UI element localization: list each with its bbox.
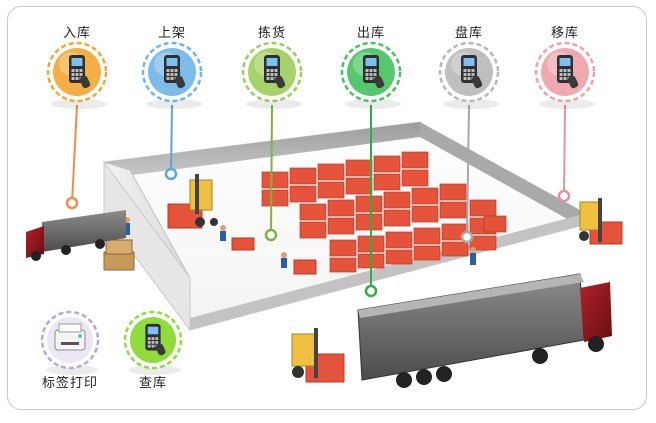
forklift-right [579,198,623,245]
connector-line-inbound [71,104,78,204]
station-label-outbound: 出库 [356,26,385,41]
printer-icon [54,323,86,351]
badge-query [123,310,183,375]
connector-line-inventory [466,104,470,238]
label-print-label: 标签打印 [41,376,98,391]
warehouse-right-wall [420,122,580,226]
truck-right [357,273,612,388]
scanner-icon [69,55,91,89]
truck-left [26,210,126,261]
station-badge-inventory [438,41,500,109]
bottom-badges [40,310,183,375]
scanner-icon [557,55,579,89]
station-label-inbound: 入库 [62,26,91,41]
scanner-icon [264,55,286,89]
scanner-icon [461,55,483,89]
forklift-inside [167,174,218,229]
stations [46,41,596,109]
station-badge-picking [241,41,303,109]
connector-dot-picking [264,228,278,242]
station-label-shelving: 上架 [157,26,186,41]
scanner-icon [145,323,166,356]
station-label-inventory: 盘库 [454,26,483,41]
connector-dot-inbound [65,196,79,210]
station-label-picking: 拣货 [257,26,286,41]
warehouse-back-wall [104,122,420,178]
connector-dot-outbound [364,284,378,298]
station-badge-inbound [46,41,108,109]
pallet-left [103,239,135,271]
connector-line-picking [270,104,273,236]
connectors [65,104,571,298]
badge-label-print [40,310,100,375]
scanner-icon [363,55,385,89]
station-badge-shelving [141,41,203,109]
connector-dot-shelving [164,167,178,181]
box-stacks [261,151,507,273]
workers [124,217,476,275]
station-badge-transfer [534,41,596,109]
query-label: 查库 [138,376,167,391]
connector-dot-inventory [460,230,474,244]
scanner-icon [164,55,186,89]
connector-line-transfer [563,104,566,197]
forklift-bottom [291,328,345,383]
connector-dot-transfer [557,189,571,203]
station-badge-outbound [340,41,402,109]
connector-line-shelving [170,104,173,175]
station-label-transfer: 移库 [550,26,579,41]
